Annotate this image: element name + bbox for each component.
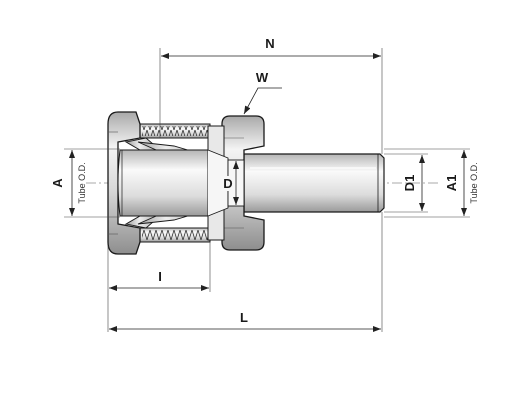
tube-stem — [243, 153, 385, 213]
dimension-a1: A1 Tube O.D. — [444, 150, 479, 216]
extension-lines — [64, 48, 470, 332]
dimension-d: D — [221, 161, 239, 205]
label-a1: A1 — [444, 175, 459, 192]
inserted-tube — [117, 149, 229, 217]
label-n: N — [265, 36, 274, 51]
label-l: L — [240, 310, 248, 325]
dimension-l: L — [109, 310, 381, 332]
nut — [107, 111, 141, 255]
dimension-n: N — [161, 36, 381, 59]
dimension-a: A Tube O.D. — [50, 150, 87, 216]
dimension-i: I — [109, 269, 209, 291]
label-i: I — [158, 269, 162, 284]
label-d1: D1 — [402, 175, 417, 192]
label-a: A — [50, 178, 65, 188]
label-a-tube-od: Tube O.D. — [77, 162, 87, 203]
dimension-d1: D1 — [402, 155, 425, 211]
label-a1-tube-od: Tube O.D. — [469, 162, 479, 203]
dimension-w: W — [243, 70, 282, 115]
label-w: W — [256, 70, 269, 85]
label-d: D — [223, 176, 232, 191]
